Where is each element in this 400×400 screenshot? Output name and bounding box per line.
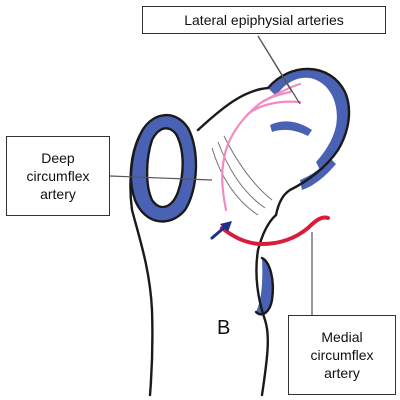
cortex-regions: [130, 68, 350, 315]
trochanter-inner-outline: [145, 127, 184, 209]
deep-circumflex-label: Deep circumflex artery: [6, 136, 110, 216]
medial-circumflex-vessel: [220, 215, 330, 247]
arrow-indicator: [210, 221, 232, 240]
femoral-head-outline: [196, 67, 351, 217]
neck-lower-outline: [255, 213, 278, 397]
lesser-trochanter-outline: [254, 256, 275, 316]
trochanter-ring-outline: [129, 113, 198, 223]
growth-plate: [211, 135, 273, 216]
physis-line-2: [217, 141, 266, 209]
leader-lines: [109, 35, 313, 315]
medial-circumflex-label: Medial circumflex artery: [288, 315, 396, 395]
physis-line-1: [211, 147, 259, 216]
pink-vessel-main: [221, 90, 292, 212]
physis-line-3: [223, 135, 273, 201]
bone-outline: [129, 67, 351, 397]
medial-neck-cortex: [300, 158, 336, 190]
panel-letter: B: [217, 317, 231, 339]
head-cortex-inner: [270, 121, 312, 136]
lateral-epiphysial-label: Lateral epiphysial arteries: [142, 6, 386, 34]
femoral-head-cortex: [268, 68, 350, 170]
lateral-epiphysial-arteries: [221, 82, 302, 212]
pink-vessel-branch-1: [260, 82, 302, 104]
leader-lateral-2: [257, 35, 301, 105]
pink-vessel-branch-2: [246, 100, 302, 116]
leader-deep: [109, 175, 213, 181]
